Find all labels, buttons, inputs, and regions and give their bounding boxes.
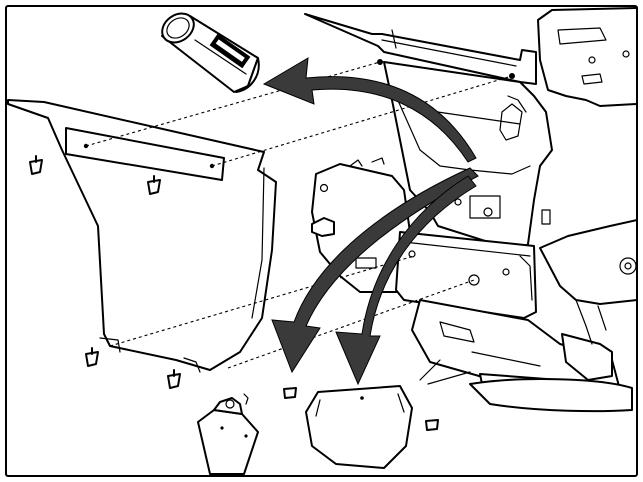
screw-icon	[167, 369, 181, 389]
bracket	[197, 393, 259, 475]
arrow-down-center	[335, 175, 477, 386]
canister-label	[209, 33, 251, 69]
arrow-up-left	[262, 57, 477, 163]
screw-icon	[29, 155, 43, 175]
screw-icon	[283, 387, 297, 399]
screw-icon	[147, 175, 161, 195]
screw-fasteners	[29, 155, 439, 431]
screw-icon	[425, 419, 439, 431]
canister	[161, 12, 260, 93]
alignment-lines	[85, 61, 513, 369]
screw-icon	[85, 347, 99, 367]
removal-arrows	[262, 57, 479, 386]
arrow-down-left	[271, 167, 479, 374]
cover-plate	[305, 385, 413, 469]
